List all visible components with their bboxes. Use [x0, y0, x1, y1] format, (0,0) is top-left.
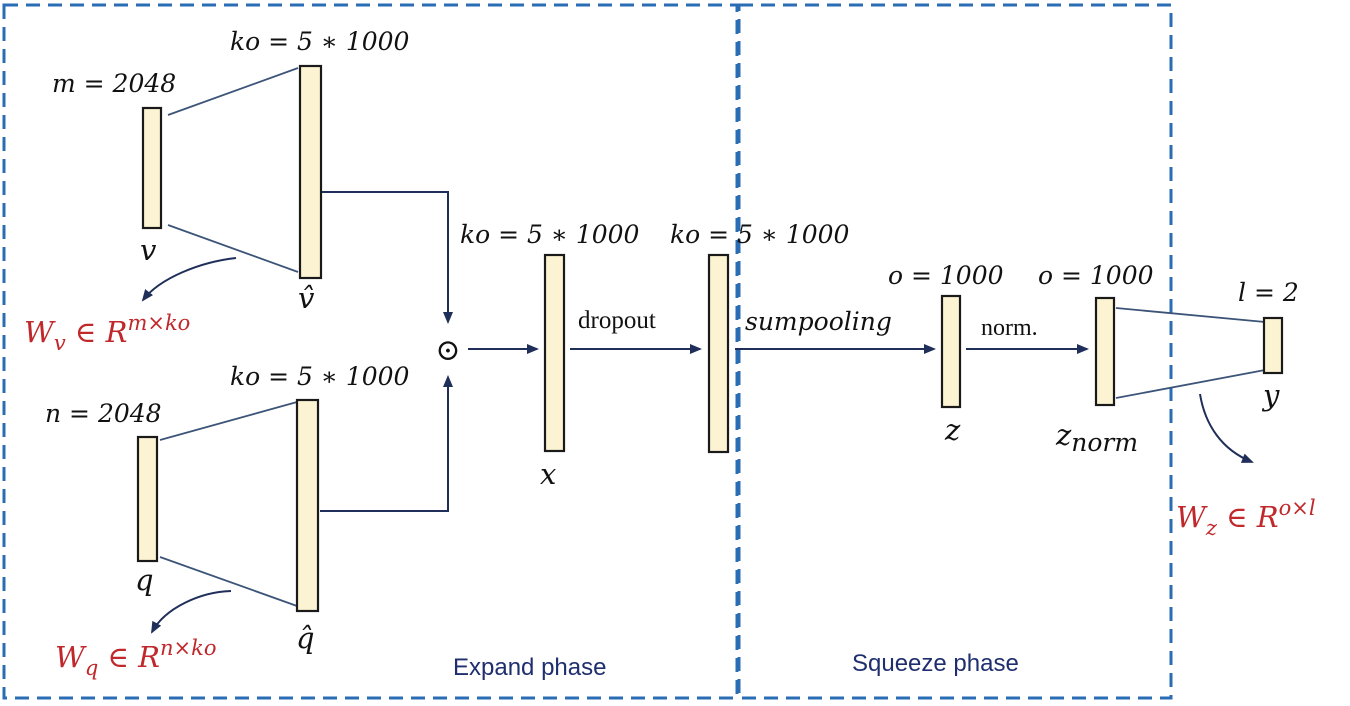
sumpooling-label: sumpooling	[745, 307, 892, 336]
hadamard-symbol: ⊙	[435, 333, 460, 368]
expand-phase-box	[2, 3, 739, 700]
x-label: x	[540, 457, 556, 491]
y-label: y	[1261, 378, 1280, 412]
q-hat-dim-label: ko = 5 ∗ 1000	[230, 362, 410, 391]
x-drop-bar	[707, 253, 730, 454]
q-label: q	[135, 563, 154, 597]
q-hat-label: q̂	[296, 621, 315, 655]
squeeze-phase-box	[737, 3, 1173, 700]
y-dim-label: l = 2	[1238, 278, 1299, 307]
x-drop-dim-label: ko = 5 ∗ 1000	[670, 220, 850, 249]
dropout-label: dropout	[578, 307, 656, 334]
y-bar	[1262, 316, 1284, 375]
wv-weight-label: Wv ∈ Rm×ko	[24, 311, 190, 355]
q-dim-label: n = 2048	[45, 399, 162, 428]
x-bar	[543, 253, 566, 453]
x-dim-label: ko = 5 ∗ 1000	[460, 220, 640, 249]
v-dim-label: m = 2048	[52, 69, 176, 98]
norm-label: norm.	[981, 315, 1038, 341]
v-bar	[141, 106, 163, 230]
wq-weight-label: Wq ∈ Rn×ko	[55, 636, 217, 680]
q-hat-bar	[295, 398, 320, 613]
z-norm-label: znorm	[1055, 418, 1138, 457]
z-norm-dim-label: o = 1000	[1038, 261, 1154, 290]
flow-arrows	[141, 191, 1254, 634]
q-bar	[136, 435, 159, 563]
z-bar	[940, 294, 962, 409]
expand-phase-label: Expand phase	[453, 654, 606, 681]
wz-weight-label: Wz ∈ Ro×l	[1176, 496, 1316, 540]
v-hat-label: v̂	[298, 281, 315, 315]
z-label: z	[944, 413, 961, 447]
v-hat-dim-label: ko = 5 ∗ 1000	[230, 27, 410, 56]
z-dim-label: o = 1000	[888, 261, 1004, 290]
v-label: v	[140, 233, 157, 267]
v-hat-bar	[298, 64, 323, 280]
z-norm-bar	[1094, 296, 1116, 407]
fc-lines	[159, 67, 1266, 607]
squeeze-phase-label: Squeeze phase	[852, 650, 1019, 677]
